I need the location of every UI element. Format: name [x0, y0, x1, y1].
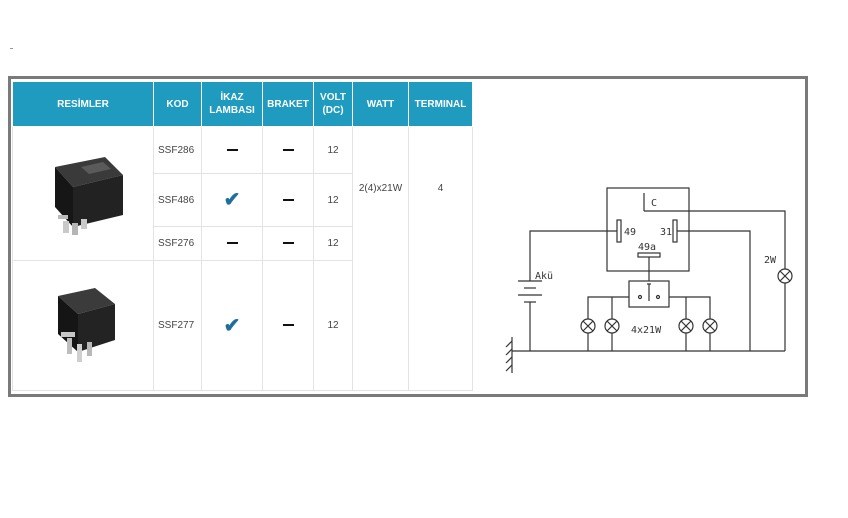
dash-icon	[282, 242, 294, 245]
flasher-relay-photo-1	[55, 157, 123, 235]
header-bracket: BRAKET	[262, 81, 314, 127]
dash-icon	[282, 324, 294, 327]
header-volt-line1: VOLT	[320, 92, 346, 103]
terminal-49a	[637, 252, 661, 258]
dash-icon	[226, 242, 238, 245]
cell-bracket	[262, 173, 314, 227]
check-icon: ✔	[223, 189, 241, 211]
check-icon: ✔	[223, 314, 241, 337]
label-49a: 49a	[638, 242, 656, 253]
table-row: SSF276 12	[13, 226, 473, 261]
header-warning-lamp-line1: İKAZ	[220, 92, 244, 103]
cell-warning-lamp: ✔	[201, 173, 263, 227]
header-terminal: TERMINAL	[408, 81, 473, 127]
label-battery: Akü	[535, 271, 553, 282]
spec-table: RESİMLER KOD İKAZ LAMBASI BRAKET VOLT (DC)…	[12, 81, 473, 391]
label-49: 49	[624, 227, 636, 238]
table-header-row: RESİMLER KOD İKAZ LAMBASI BRAKET VOLT (DC)…	[12, 81, 473, 127]
header-warning-lamp: İKAZ LAMBASI	[201, 81, 263, 127]
cell-warning-lamp: ✔	[201, 260, 263, 391]
cell-code: SSF277	[153, 260, 202, 391]
header-images: RESİMLER	[12, 81, 154, 127]
header-warning-lamp-line2: LAMBASI	[209, 105, 255, 116]
dash-icon	[282, 198, 294, 201]
relay-box	[606, 187, 690, 272]
header-watt: WATT	[352, 81, 409, 127]
table-row: SSF286 12 2(4)x21W 4	[12, 126, 473, 391]
wiring-diagram: C 49 31 49a Akü 2W 4x21W	[505, 187, 793, 373]
terminal-31	[672, 219, 678, 243]
cell-volt: 12	[313, 260, 353, 391]
cell-bracket	[262, 260, 314, 391]
cell-code: SSF286	[153, 126, 202, 174]
flasher-relay-photo-2	[58, 288, 115, 362]
terminal-49	[616, 219, 622, 243]
cell-volt: 12	[313, 126, 353, 174]
header-volt: VOLT (DC)	[313, 81, 353, 127]
header-volt-line2: (DC)	[322, 105, 344, 116]
cell-code: SSF276	[153, 226, 202, 261]
label-31: 31	[660, 227, 672, 238]
table-row: SSF277 ✔ 12	[12, 260, 473, 391]
product-spec-panel: RESİMLER KOD İKAZ LAMBASI BRAKET VOLT (DC)…	[8, 76, 808, 397]
cell-code: SSF486	[153, 173, 202, 227]
header-code: KOD	[153, 81, 202, 127]
dash-icon	[282, 148, 294, 151]
cell-warning-lamp	[201, 126, 263, 174]
label-4x21w: 4x21W	[631, 325, 662, 336]
cell-volt: 12	[313, 173, 353, 227]
label-2w: 2W	[764, 255, 777, 266]
cell-terminal: 4	[408, 126, 473, 391]
cell-volt: 12	[313, 226, 353, 261]
label-c: C	[651, 198, 657, 209]
product-image-flasher-1	[12, 126, 154, 261]
cell-watt: 2(4)x21W	[352, 126, 409, 391]
product-image-flasher-2	[12, 260, 154, 391]
dash-icon	[226, 148, 238, 151]
stray-mark	[10, 48, 13, 49]
cell-bracket	[262, 226, 314, 261]
cell-warning-lamp	[201, 226, 263, 261]
cell-bracket	[262, 126, 314, 174]
